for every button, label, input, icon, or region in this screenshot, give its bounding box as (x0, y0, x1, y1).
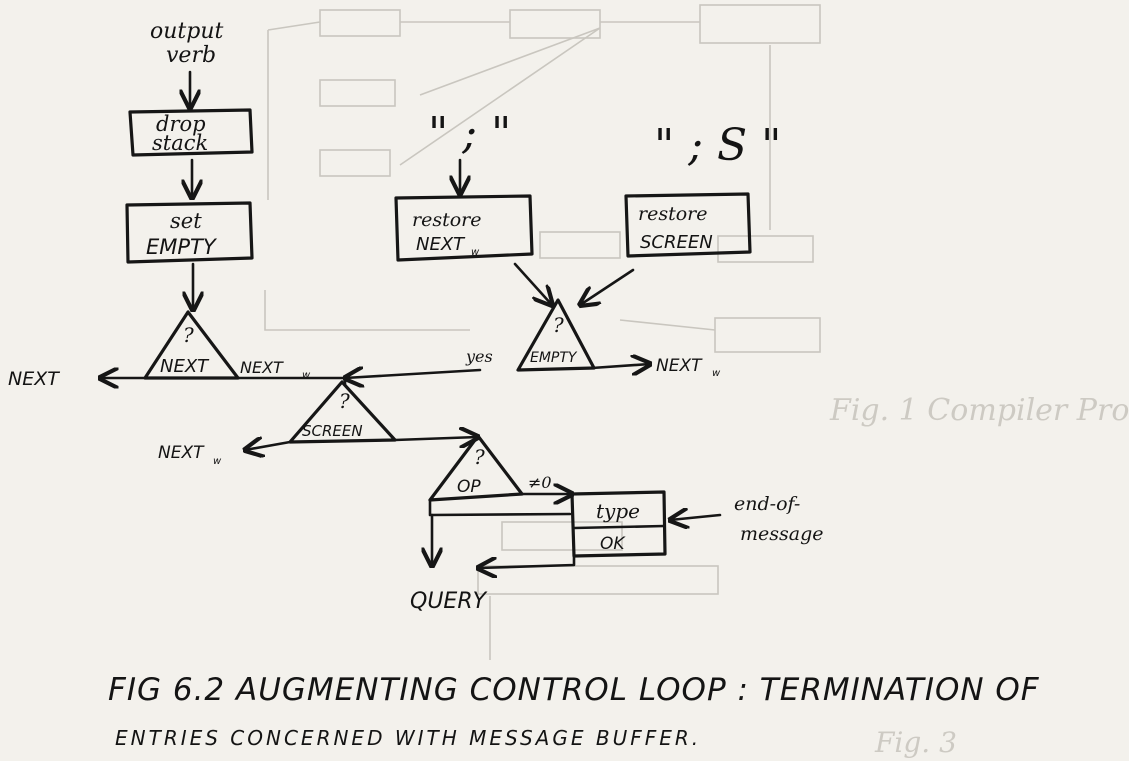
caption-line2: ENTRIES CONCERNED WITH MESSAGE BUFFER. (115, 726, 701, 750)
restore-nextw-box: restore NEXT w (394, 194, 534, 262)
arrow-restore-nextw-to-empty (513, 262, 552, 305)
svg-text:Fig. 3: Fig. 3 (874, 726, 957, 759)
svg-text:Fig. 1 Compiler Program: Fig. 1 Compiler Program (829, 393, 1129, 428)
arrow-screen-to-op (393, 437, 478, 440)
arrow-empty-to-nextw (590, 364, 650, 368)
arrow-type-to-query (478, 554, 576, 568)
arrow-eom-to-type (670, 515, 722, 520)
decision-screen-label: SCREEN (302, 422, 363, 440)
next-w-right-sub: w (712, 368, 721, 379)
drop-stack-line1: drop (156, 112, 206, 136)
decision-op-q: ? (474, 445, 485, 469)
arrow-screen-to-nextw (245, 442, 292, 450)
decision-next-q: ? (183, 323, 194, 347)
set-empty-line1: set (170, 209, 202, 233)
decision-screen-q: ? (339, 389, 350, 413)
bleed-through-background: Fig. 1 Compiler Program Fig. 3 (264, 4, 1129, 759)
not-zero-label: ≠0 (528, 473, 552, 492)
decision-op-label: OP (457, 477, 481, 497)
set-empty-box: set EMPTY (125, 201, 254, 264)
next-w-left-label: NEXT (158, 443, 205, 463)
output-verb-line2: verb (166, 43, 216, 68)
decision-screen-triangle: ? SCREEN (288, 380, 397, 444)
arrow-empty-yes (345, 370, 482, 378)
decision-next-label: NEXT (160, 356, 210, 377)
decision-next-triangle: ? NEXT (143, 310, 240, 380)
restore-screen-line1: restore (638, 203, 707, 225)
yes-label: yes (465, 347, 493, 366)
arrow-restore-screen-to-empty (580, 268, 635, 305)
query-label: QUERY (410, 589, 488, 614)
restore-nextw-sub: w (471, 247, 480, 258)
output-verb-line1: output (150, 19, 224, 44)
caption-line1: FIG 6.2 AUGMENTING CONTROL LOOP : TERMIN… (108, 672, 1040, 708)
next-exit-label: NEXT (8, 368, 60, 390)
line-op-loop-top (428, 498, 572, 517)
decision-op-triangle: ? OP (428, 434, 524, 502)
restore-nextw-line1: restore (412, 209, 481, 231)
decision-empty-label: EMPTY (530, 350, 578, 366)
drop-stack-box: drop stack (128, 108, 254, 157)
next-w-right-label: NEXT (656, 356, 703, 376)
type-ok-box: type OK (570, 490, 667, 558)
drop-stack-line2: stack (152, 131, 208, 155)
type-ok-line1: type (596, 499, 640, 523)
next-w-edge-sub: w (302, 370, 311, 381)
restore-screen-line2: SCREEN (640, 232, 713, 253)
restore-nextw-line2: NEXT (416, 234, 466, 255)
end-of-message-label: end-of- message (734, 493, 824, 545)
decision-empty-q: ? (553, 313, 564, 337)
set-empty-line2: EMPTY (146, 235, 218, 259)
decision-empty-triangle: ? EMPTY (516, 298, 596, 372)
next-w-left-sub: w (213, 456, 222, 467)
output-verb-label: output verb (150, 19, 224, 68)
eom-line2: message (740, 523, 824, 545)
type-ok-line2: OK (600, 534, 626, 554)
next-w-edge-label: NEXT (240, 358, 284, 377)
semicolon-quote: " ; " (428, 108, 511, 159)
restore-screen-box: restore SCREEN (624, 192, 752, 258)
eom-line1: end-of- (734, 493, 800, 515)
semicolon-s-quote: " ; S " (654, 120, 781, 171)
